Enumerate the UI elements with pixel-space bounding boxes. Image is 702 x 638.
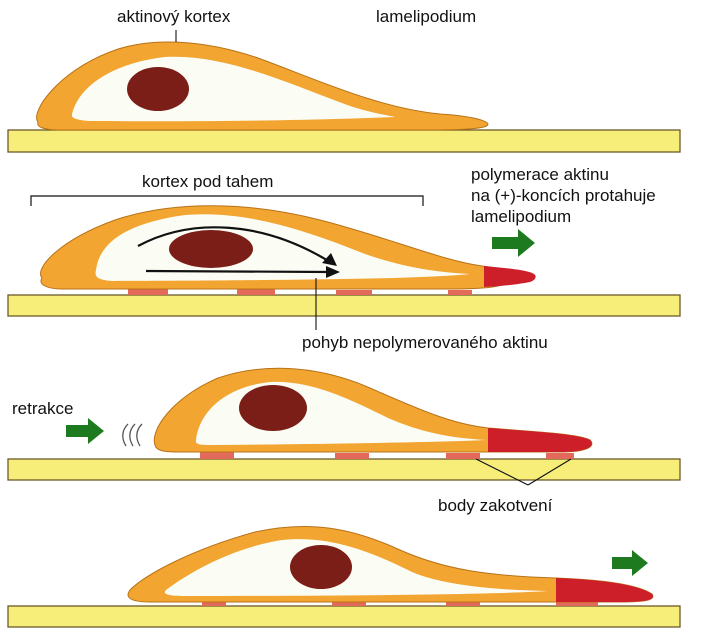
adhesion-points-3 — [200, 452, 574, 459]
stage-4 — [7, 525, 681, 628]
anchor-pointer-left — [475, 458, 529, 486]
adhesion-point — [448, 290, 472, 295]
stage-1: aktinový kortex lamelipodium — [7, 7, 681, 153]
polymerization-label-line-3: lamelipodium — [471, 207, 571, 226]
actin-cortex-label: aktinový kortex — [117, 7, 231, 26]
stage-2: kortex pod tahem polymerace aktinu na (+… — [7, 165, 681, 352]
right-arrow-icon-4 — [612, 550, 648, 576]
adhesion-point — [546, 453, 574, 459]
nucleus-4 — [290, 545, 352, 589]
cortex-bracket — [30, 195, 424, 206]
retraction-label: retrakce — [12, 399, 73, 418]
unpolymerized-flow-label: pohyb nepolymerovaného aktinu — [302, 333, 548, 352]
retraction-arrow-icon — [66, 418, 104, 444]
cytoplasm-4 — [164, 539, 548, 596]
nucleus-2 — [169, 230, 253, 268]
cortex-tension-label: kortex pod tahem — [142, 172, 273, 191]
adhesion-point — [446, 453, 480, 459]
nucleus-3 — [239, 385, 307, 431]
flow-arrowhead-upper — [322, 253, 337, 266]
adhesion-point — [446, 600, 480, 606]
substrate-2 — [7, 294, 681, 317]
polymerization-label-line-2: na (+)-koncích protahuje — [471, 186, 656, 205]
adhesion-point — [336, 290, 372, 295]
adhesion-points-2 — [128, 289, 472, 295]
lamellipodium-tip-3 — [488, 428, 592, 452]
right-arrow-icon — [492, 229, 535, 257]
stage-3: retrakce body zakotvení — [7, 367, 681, 515]
anchor-pointer-right — [527, 458, 572, 486]
flow-arrow-lower — [145, 269, 331, 274]
lamellipodium-tip-2 — [484, 266, 536, 287]
adhesion-point — [556, 600, 598, 606]
adhesion-point — [335, 453, 369, 459]
substrate-3 — [7, 458, 681, 481]
substrate-4 — [7, 605, 681, 628]
anchor-points-label: body zakotvení — [438, 496, 553, 515]
adhesion-point — [128, 289, 168, 295]
nucleus-1 — [127, 67, 189, 111]
polymerization-label-line-1: polymerace aktinu — [471, 165, 609, 184]
flow-arrowhead-lower — [326, 266, 340, 278]
adhesion-point — [200, 452, 234, 459]
flow-arrow-upper — [137, 226, 331, 263]
lamellipodium-label: lamelipodium — [376, 7, 476, 26]
adhesion-point — [332, 600, 366, 606]
substrate-1 — [7, 129, 681, 153]
motion-lines-icon — [122, 423, 143, 447]
lamellipodium-tip-4 — [556, 578, 653, 602]
adhesion-point — [237, 289, 275, 295]
